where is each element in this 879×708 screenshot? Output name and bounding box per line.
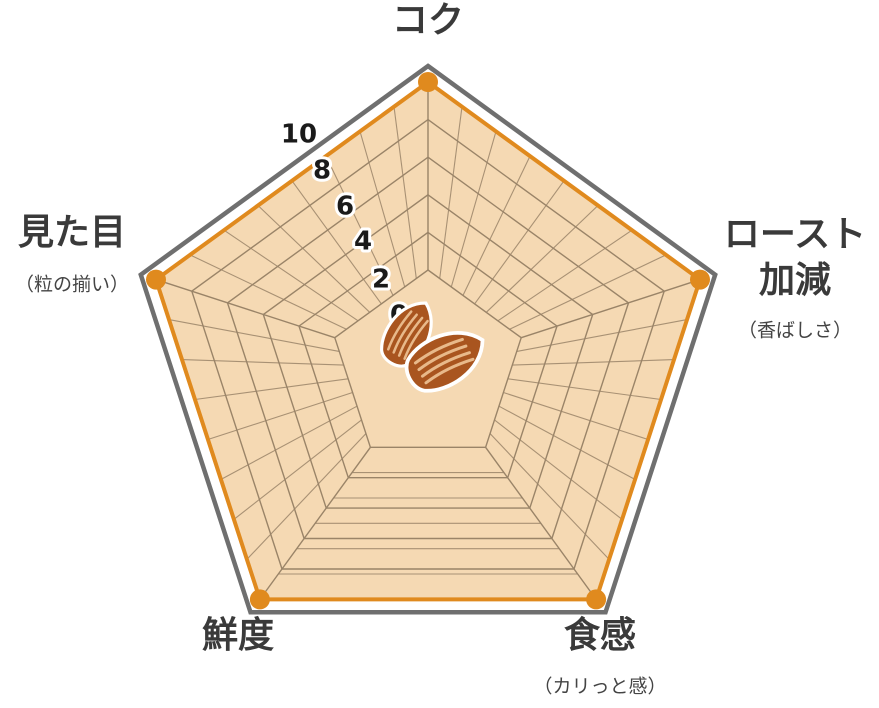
- grid-ring-0: [333, 269, 523, 448]
- grid-ring-6: [226, 156, 630, 540]
- axis-sublabel-1: （香ばしさ）: [738, 320, 852, 342]
- hatch-line: [474, 180, 565, 305]
- hatch-line: [168, 319, 340, 352]
- almond-stripe: [413, 337, 464, 365]
- hatch-line: [507, 378, 662, 401]
- hatch-line: [509, 254, 667, 330]
- tick-label: 2: [372, 265, 390, 295]
- hatch-line: [450, 131, 497, 288]
- data-point-2: [586, 589, 607, 610]
- almond-stripe: [424, 357, 475, 385]
- hatch-line: [516, 319, 688, 352]
- series-line: [154, 80, 702, 602]
- tick-label: 10: [281, 120, 317, 150]
- hatch-line: [291, 180, 382, 305]
- hatch-line: [497, 229, 633, 322]
- data-point-3: [249, 589, 270, 610]
- hatch-line: [489, 433, 610, 560]
- spoke-1: [520, 278, 701, 339]
- hatch-line: [359, 131, 406, 288]
- grid: [155, 82, 701, 600]
- axis-sublabel-4: （粒の揃い）: [15, 274, 129, 296]
- hatch-line: [233, 419, 362, 520]
- hatch-line: [485, 205, 599, 313]
- hatch-line: [194, 378, 349, 401]
- hatch-line: [498, 405, 636, 480]
- hatch-line: [325, 155, 394, 296]
- hatch-line: [207, 391, 353, 441]
- hatch-line: [220, 405, 358, 480]
- axis-label-2: 食感: [564, 615, 636, 656]
- almond-stripe: [420, 351, 471, 378]
- axis-label-1: ロースト: [724, 214, 866, 255]
- series: [146, 72, 710, 610]
- axis-label-4: 見た目: [18, 212, 126, 253]
- almond-icon: [380, 301, 485, 393]
- data-point-4: [146, 269, 166, 290]
- axis-label-3: 鮮度: [202, 615, 274, 656]
- hatch-line: [462, 155, 531, 296]
- data-point-1: [690, 269, 710, 290]
- hatch-line: [257, 205, 371, 313]
- hatch-line: [439, 106, 463, 279]
- tick-label: 4: [354, 227, 372, 257]
- hatch-line: [246, 433, 367, 560]
- hatch-line: [181, 359, 344, 366]
- hatch-line: [189, 254, 347, 330]
- almond-nut-2: [404, 330, 485, 393]
- axis-label-1: 加減: [759, 260, 831, 301]
- axis-label-0: コク: [392, 0, 464, 41]
- hatch-line: [223, 229, 359, 322]
- tick-label: 6: [336, 192, 354, 222]
- grid-ring-8: [190, 118, 666, 570]
- hatch-line: [512, 359, 675, 366]
- tick-label: 8: [313, 156, 331, 186]
- grid-ring-2: [298, 231, 558, 479]
- grid-ring-4: [262, 193, 594, 509]
- almond-stripe: [403, 319, 429, 360]
- data-point-0: [418, 72, 438, 92]
- almond-stripe: [417, 344, 468, 372]
- axis-sublabel-2: （カリっと感）: [533, 676, 666, 698]
- almond-stripe: [387, 310, 413, 351]
- hatch-line: [503, 391, 649, 441]
- almond-stripe: [392, 313, 418, 354]
- hatch-line: [393, 106, 417, 279]
- spoke-4: [155, 278, 336, 339]
- hatch-line: [494, 419, 623, 520]
- almond-stripe: [397, 316, 424, 357]
